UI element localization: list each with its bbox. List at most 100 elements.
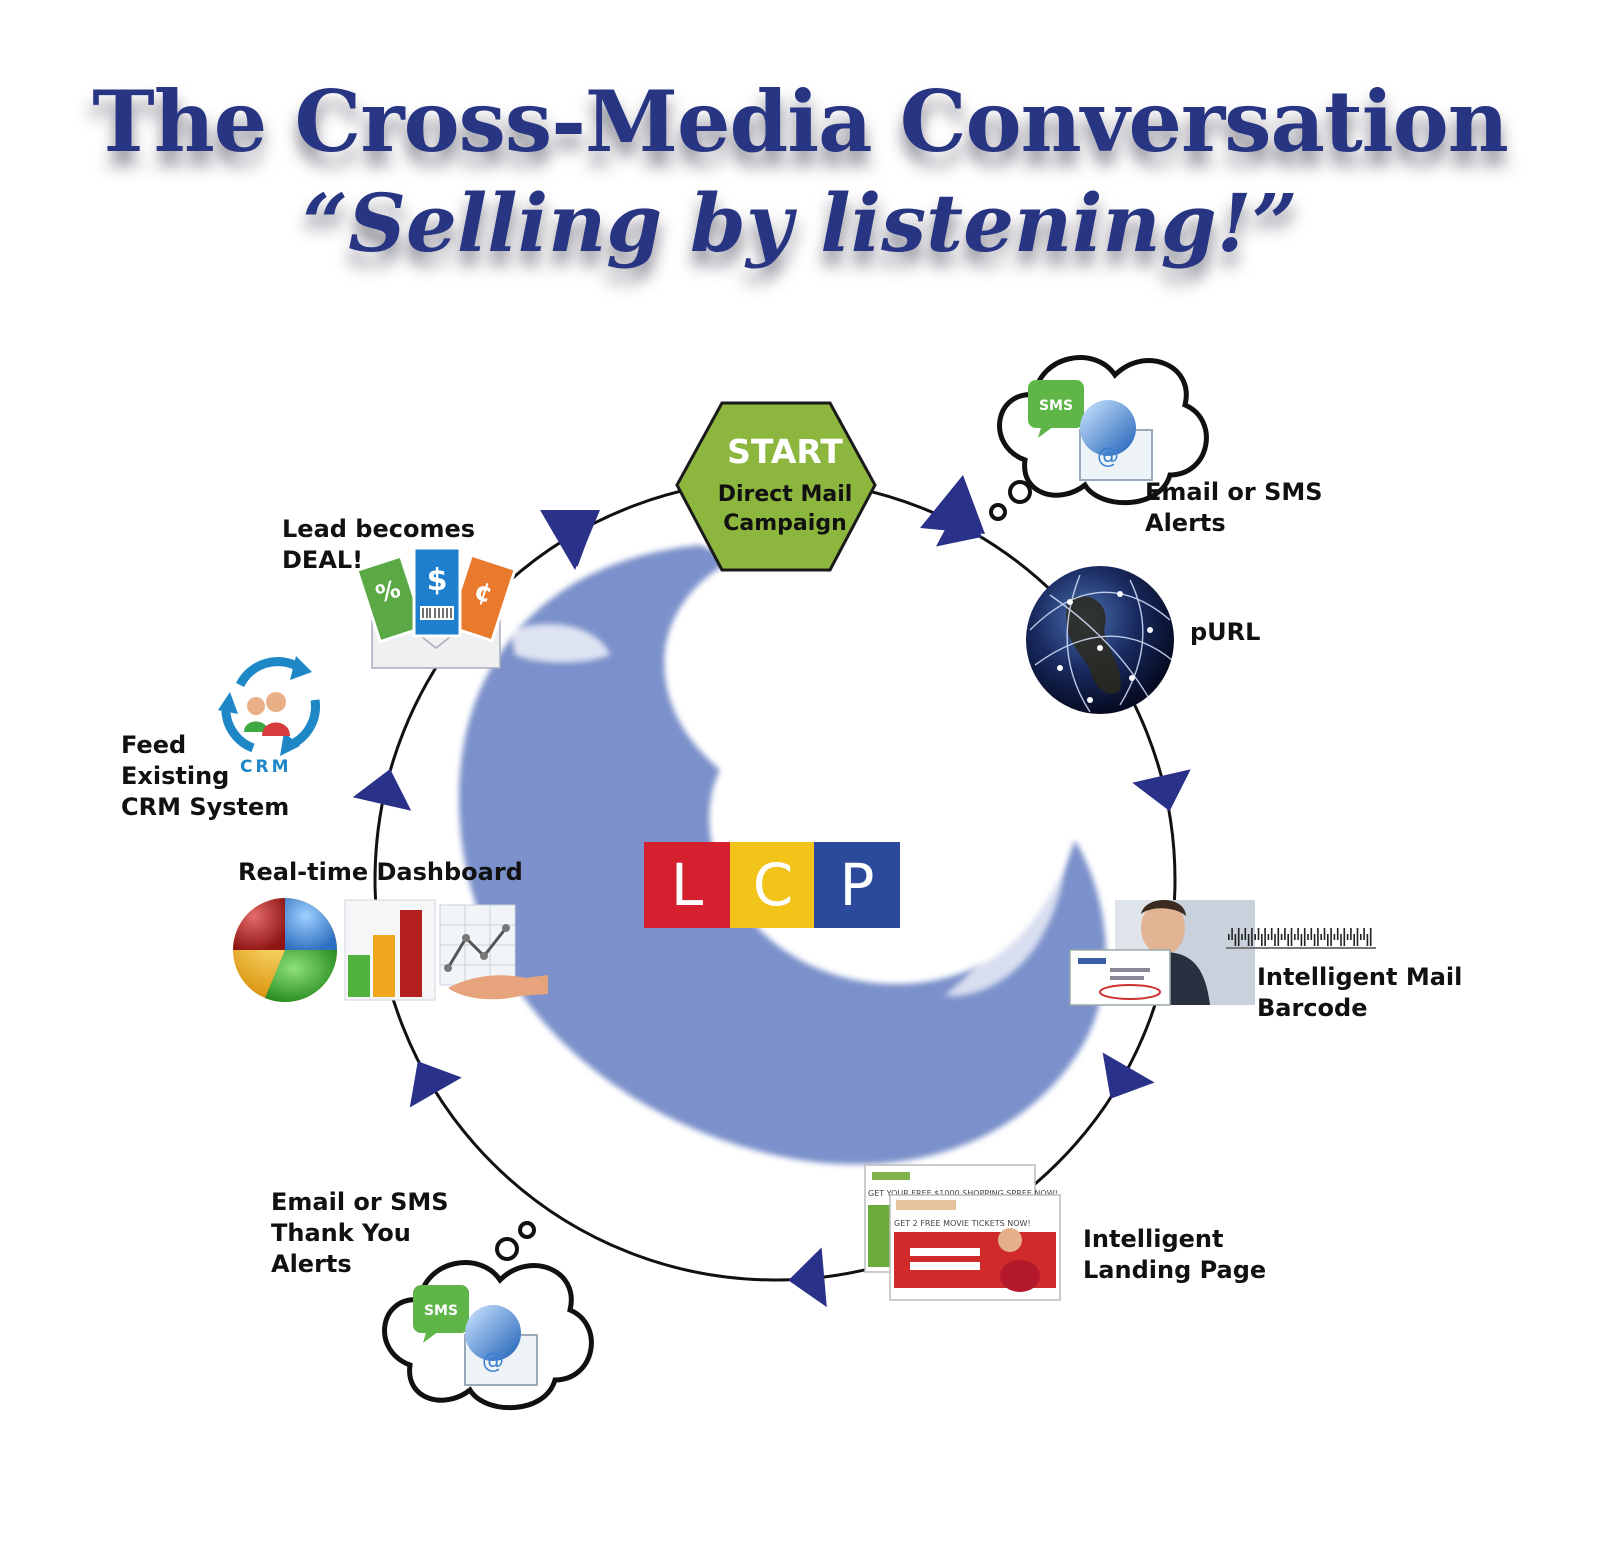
barcode-bar [1270, 928, 1273, 940]
barcode-bar [1360, 934, 1362, 940]
barcode-bar [1280, 934, 1283, 940]
sms-icon [1028, 380, 1084, 428]
swirl-inner-hook [733, 769, 825, 825]
landing-page-screenshot: GET YOUR FREE $1000 SHOPPING SPREE NOW! … [864, 1164, 1061, 1301]
svg-text:SMS: SMS [424, 1303, 458, 1319]
barcode-bar [1336, 928, 1339, 940]
hand-icon [448, 975, 548, 1000]
svg-text:@: @ [1097, 444, 1119, 469]
cycle-arrow-top [920, 475, 985, 534]
barcode-bar [1237, 928, 1240, 946]
logo-letter-l: L [644, 842, 730, 928]
swirl-tail [945, 810, 1065, 997]
logo-letter-p: P [814, 842, 900, 928]
barcode-bar [1353, 934, 1355, 946]
barcode-bar [1333, 934, 1336, 940]
barcode-bar [1254, 934, 1256, 940]
barcode-bar [1228, 934, 1230, 940]
barcode-bar [1294, 934, 1296, 940]
barcode-bar [1300, 934, 1303, 946]
cycle-arrow-6 [352, 768, 412, 811]
swirl-logo-graphic [458, 545, 1106, 1165]
step-label-dashboard: Real-time Dashboard [238, 858, 523, 886]
sms-icon [413, 1285, 469, 1333]
barcode-bar [1290, 928, 1293, 946]
barcode-bar [1340, 934, 1342, 946]
email-globe-icon [1080, 400, 1136, 456]
cycle-arrow-deal [540, 510, 600, 570]
coupons-envelope-icon: % ¢ $ [355, 546, 518, 669]
svg-text:$: $ [427, 563, 448, 598]
barcode-bar [1274, 934, 1276, 946]
cycle-arrow-5 [409, 1061, 462, 1108]
barcode-bar [1284, 928, 1286, 940]
barcode-bar [1320, 934, 1322, 940]
barcode-bar [1303, 928, 1306, 946]
step-label-purl: pURL [1190, 618, 1261, 646]
dashboard-charts-icon [233, 898, 548, 1002]
thought-cloud-bottom: SMS @ [382, 1221, 594, 1411]
barcode-bar [1277, 928, 1280, 946]
cycle-arrow-4 [788, 1247, 827, 1308]
page-title: The Cross-Media Conversation [92, 72, 1509, 171]
svg-text:GET YOUR FREE $1000 SHOPPING S: GET YOUR FREE $1000 SHOPPING SPREE NOW! [868, 1189, 1058, 1198]
barcode-bar [1363, 928, 1365, 940]
svg-text:SMS: SMS [1039, 398, 1073, 414]
barcode-bar [1366, 934, 1369, 946]
crm-badge: CRM [240, 757, 292, 777]
barcode-bar [1257, 928, 1260, 940]
crm-recycle-icon [218, 656, 320, 756]
page-subtitle: “Selling by listening!” [302, 176, 1298, 270]
dashboard-bar-3 [400, 910, 422, 997]
cycle-arrow-3 [1102, 1052, 1155, 1099]
thought-cloud-top: SMS @ [989, 355, 1209, 521]
dashboard-bar-1 [348, 955, 370, 997]
logo-letter-c: C [730, 842, 816, 928]
barcode-bar [1261, 934, 1263, 946]
svg-text:GET 2 FREE MOVIE TICKETS NOW!: GET 2 FREE MOVIE TICKETS NOW! [894, 1219, 1031, 1228]
start-line-2: Campaign [723, 511, 847, 536]
barcode-bar [1297, 928, 1299, 940]
barcode-bar [1350, 928, 1352, 940]
barcode-bar [1241, 934, 1243, 940]
barcode-bar [1247, 934, 1250, 946]
barcode-bar [1231, 928, 1233, 940]
intelligent-mail-barcode-graphic [1226, 928, 1376, 949]
barcode-underline [1226, 947, 1376, 949]
cycle-arrow-2 [1132, 769, 1191, 812]
barcode-bar [1323, 928, 1326, 940]
dashboard-bar-2 [373, 935, 395, 997]
svg-text:@: @ [482, 1349, 504, 1374]
barcode-bar [1251, 928, 1253, 946]
email-globe-icon [465, 1305, 521, 1361]
barcode-bar [1369, 928, 1372, 946]
start-label: START [727, 432, 843, 471]
dashboard-bars [348, 910, 422, 997]
arrow-layer [352, 475, 1191, 1308]
barcode-bar [1287, 934, 1289, 946]
barcode-bar [1317, 928, 1319, 946]
globe-icon [1026, 566, 1174, 714]
barcode-bar [1346, 934, 1349, 940]
barcode-bar [1244, 928, 1247, 940]
barcode-bar [1264, 928, 1266, 946]
barcode-bar [1330, 928, 1332, 946]
barcode-bar [1313, 934, 1316, 946]
barcode-bar [1327, 934, 1329, 946]
barcode-bar [1310, 928, 1313, 940]
swirl-body [458, 545, 1106, 1165]
barcode-bar [1234, 934, 1237, 946]
barcode-bar [1356, 928, 1359, 946]
man-with-mailpiece-photo [1069, 899, 1255, 1006]
start-line-1: Direct Mail [717, 482, 853, 507]
barcode-bar [1267, 934, 1270, 940]
start-hexagon [675, 401, 877, 572]
